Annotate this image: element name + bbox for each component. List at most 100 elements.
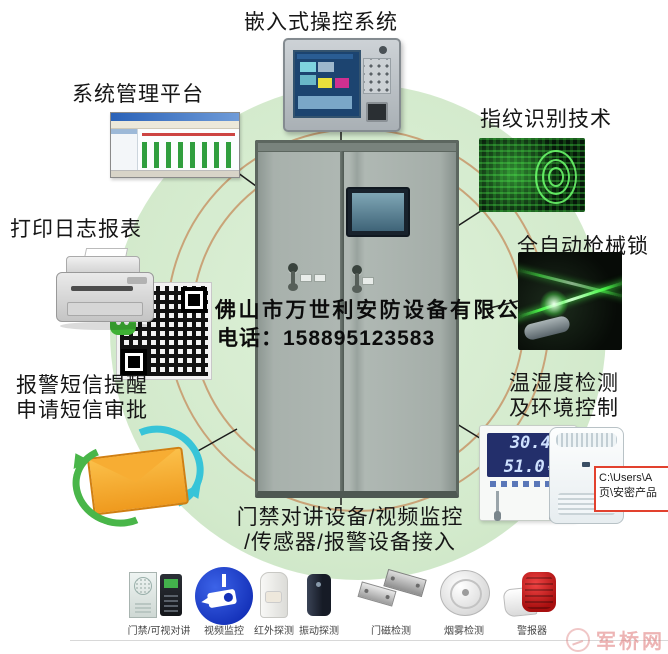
phone-label: 电话： xyxy=(217,327,283,350)
printer-shadow xyxy=(60,322,150,330)
video-surveillance-icon xyxy=(195,567,253,625)
product-label-alarm: 警报器 xyxy=(517,626,547,637)
callout-climate: 温湿度检测 及环境控制 xyxy=(509,371,619,421)
panel-tile xyxy=(298,96,352,109)
chart-red-line xyxy=(142,133,235,136)
infrared-detector-icon xyxy=(260,572,288,618)
printer-output-slot xyxy=(71,286,133,291)
product-label-pir: 红外探测 xyxy=(254,626,294,637)
callout-sms: 报警短信提醒 申请短信审批 xyxy=(16,373,148,423)
panel-fingerprint-window xyxy=(366,102,388,122)
callout-devices-line2: /传感器/报警设备接入 xyxy=(244,531,456,554)
cabinet-keyhole-right xyxy=(352,265,362,293)
cabinet-keyhole-left xyxy=(288,263,298,291)
cabinet-label-chip xyxy=(362,277,374,285)
product-video xyxy=(192,567,256,625)
product-pir xyxy=(242,570,306,618)
chart-green-bars xyxy=(142,142,235,168)
product-door-magnet xyxy=(357,568,427,618)
product-smoke xyxy=(432,570,496,618)
cabinet-top-edge xyxy=(258,143,456,152)
product-label-intercom: 门禁/可视对讲 xyxy=(127,626,191,637)
window-titlebar xyxy=(111,113,239,121)
humidity-value: 51.0 xyxy=(503,457,545,477)
temperature-value: 30.4 xyxy=(509,433,551,453)
cabinet-screen xyxy=(346,187,410,237)
callout-devices: 门禁对讲设备/视频监控 /传感器/报警设备接入 xyxy=(237,505,464,555)
cabinet-screen-display xyxy=(352,193,404,231)
panel-keypad xyxy=(363,58,391,94)
siren-dome-icon xyxy=(522,572,556,612)
product-label-smoke: 烟雾检测 xyxy=(444,626,484,637)
product-intercom xyxy=(127,570,191,618)
cabinet-door-divider xyxy=(340,151,344,491)
callout-sms-line1: 报警短信提醒 xyxy=(16,374,148,397)
panel-screen-header xyxy=(297,54,353,59)
vibration-detector-icon xyxy=(307,574,331,616)
intercom-panel-icon xyxy=(129,572,157,618)
window-side-panel xyxy=(111,129,138,170)
callout-climate-line2: 及环境控制 xyxy=(509,397,619,420)
panel-tile xyxy=(335,78,349,88)
camera-mount xyxy=(222,574,226,587)
watermark-text: 军桥网 xyxy=(596,631,665,653)
management-software-screenshot xyxy=(110,112,240,178)
gun-cabinet-photo xyxy=(255,140,459,498)
smoke-detector-icon xyxy=(440,570,490,616)
window-main-area xyxy=(138,129,239,170)
callout-sms-line2: 申请短信审批 xyxy=(16,399,148,422)
dehumidifier-logo xyxy=(582,462,590,467)
product-label-vibration: 振动探测 xyxy=(299,626,339,637)
gun-lock-photo xyxy=(518,252,622,350)
bottom-divider xyxy=(70,640,668,641)
product-vibration xyxy=(287,570,351,618)
product-alarm xyxy=(500,570,564,618)
window-menubar xyxy=(111,121,239,129)
laser-glow xyxy=(540,290,568,318)
qr-finder-square xyxy=(181,287,207,313)
panel-touchscreen xyxy=(293,50,361,118)
tooltip-line1: C:\Users\A xyxy=(599,472,653,484)
company-name: 佛山市万世利安防设备有限公司 xyxy=(215,299,544,322)
sensor-probe xyxy=(494,491,501,521)
laser-beam xyxy=(518,266,622,301)
panel-tile xyxy=(300,75,316,85)
lock-cylinder xyxy=(522,314,572,342)
callout-management-platform: 系统管理平台 xyxy=(72,83,204,106)
window-statusbar xyxy=(111,170,239,177)
watermark-logo-icon xyxy=(566,628,590,652)
product-label-video: 视频监控 xyxy=(204,626,244,637)
fingerprint-keypad-icon xyxy=(160,574,182,616)
callout-fingerprint: 指纹识别技术 xyxy=(480,108,612,131)
callout-embedded-control: 嵌入式操控系统 xyxy=(244,11,398,34)
camera-icon xyxy=(206,588,238,609)
cabinet-label-chip xyxy=(314,274,326,282)
device-buttons xyxy=(490,481,566,487)
printer-photo xyxy=(52,248,156,336)
file-path-tooltip: C:\Users\A 页\安密产品 xyxy=(594,466,668,512)
dehumidifier-vent xyxy=(556,433,617,447)
product-label-magnet: 门磁检测 xyxy=(371,626,411,637)
printer-tray xyxy=(67,302,143,316)
panel-tile xyxy=(318,78,332,88)
cabinet-label-chip xyxy=(300,274,312,282)
qr-finder-square xyxy=(121,349,147,375)
embedded-panel-photo xyxy=(283,38,401,132)
sms-envelope-graphic xyxy=(61,413,216,539)
panel-tile xyxy=(318,62,334,72)
panel-tile xyxy=(300,62,316,72)
callout-devices-line1: 门禁对讲设备/视频监控 xyxy=(236,506,464,529)
key-icon xyxy=(288,271,298,291)
fingerprint-ridge xyxy=(542,159,570,195)
fingerprint-ridge xyxy=(548,167,564,187)
tooltip-line2: 页\安密产品 xyxy=(599,487,658,499)
callout-climate-line1: 温湿度检测 xyxy=(509,372,619,395)
phone-number: 158895123583 xyxy=(283,327,436,350)
fingerprint-tech-photo xyxy=(479,138,585,212)
panel-camera-dot xyxy=(379,46,387,54)
printer-control-panel xyxy=(127,277,147,284)
fingerprint-ridge xyxy=(535,150,577,204)
printer-body xyxy=(56,272,154,322)
callout-print-logs: 打印日志报表 xyxy=(10,218,142,241)
